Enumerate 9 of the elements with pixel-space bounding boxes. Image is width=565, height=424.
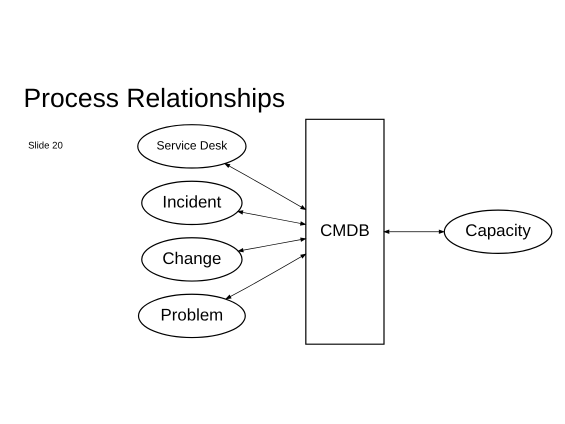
- label: Slide 20: [28, 140, 63, 152]
- arrow: [225, 253, 307, 299]
- arrow: [237, 237, 307, 252]
- arrow: [383, 229, 446, 234]
- node-box: CMDB: [305, 118, 385, 344]
- arrow: [224, 162, 307, 210]
- node-ellipse: Capacity: [444, 209, 552, 254]
- diagram-title: Process Relationships: [24, 82, 286, 112]
- arrow: [236, 210, 307, 226]
